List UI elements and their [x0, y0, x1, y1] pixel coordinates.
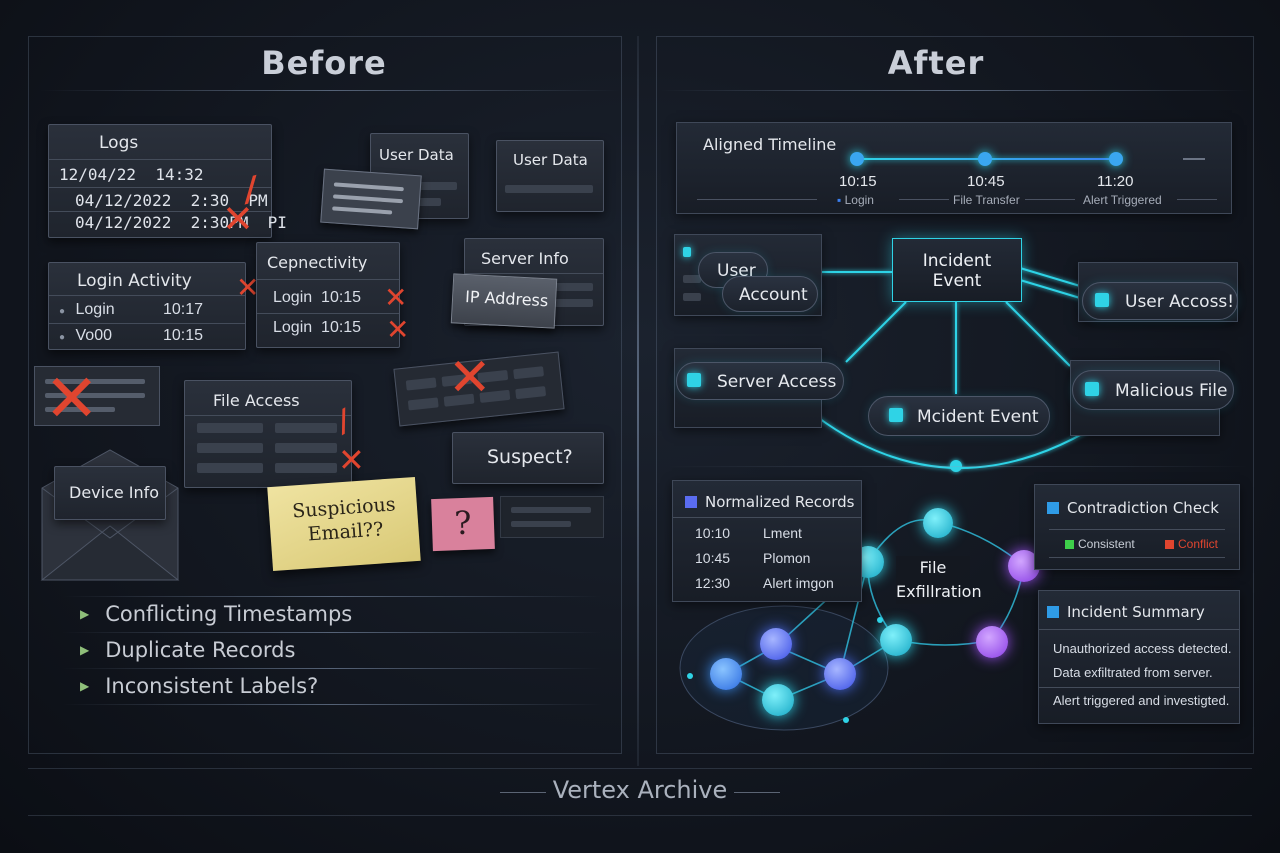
- mcident-event-node[interactable]: Mcident Event: [868, 396, 1050, 436]
- square-node-icon: [1095, 293, 1109, 307]
- timeline-time: 11:20: [1097, 173, 1134, 190]
- timeline-label: ▪ Login: [837, 193, 874, 207]
- triangle-bullet-icon: ▶: [80, 679, 90, 693]
- login-activity-row-2: ● Vo00 10:15: [59, 327, 204, 344]
- file-access-title: File Access: [213, 391, 300, 410]
- logs-title: Logs: [99, 133, 139, 153]
- timeline-dot: [850, 152, 864, 166]
- square-node-icon: [687, 373, 701, 387]
- square-icon: [685, 496, 697, 508]
- network-node-blue[interactable]: [760, 628, 792, 660]
- question-note: ?: [431, 496, 495, 552]
- incident-summary-card: Incident Summary Unauthorized access det…: [1038, 590, 1240, 724]
- conflict-status: Conflict: [1165, 537, 1218, 551]
- crossed-document: [34, 366, 160, 426]
- square-node-icon: [683, 247, 691, 257]
- sticky-note: Suspicious Email??: [267, 476, 421, 572]
- user-data-title-1: User Data: [379, 146, 454, 164]
- summary-line: Unauthorized access detected.: [1053, 641, 1232, 656]
- device-info-card: Device Info: [54, 466, 166, 520]
- triangle-bullet-icon: ▶: [80, 643, 90, 657]
- cross-mark-icon: ✕: [386, 313, 410, 346]
- square-node-icon: [1085, 382, 1099, 396]
- incident-event-node[interactable]: Incident Event: [892, 238, 1022, 302]
- server-info-title: Server Info: [481, 249, 569, 268]
- issue-item: ▶Duplicate Records: [80, 638, 296, 662]
- cross-mark-icon: ✕: [338, 441, 365, 479]
- footer-band: [28, 768, 1252, 816]
- logs-row-2: 04/12/2022 2:30 PM: [75, 191, 268, 210]
- square-icon: [1047, 606, 1059, 618]
- malicious-file-node[interactable]: Malicious File: [1072, 370, 1234, 410]
- summary-line: Alert triggered and investigted.: [1053, 693, 1230, 708]
- logs-card: Logs 12/04/22 14:32 04/12/2022 2:30 PM 0…: [48, 124, 287, 238]
- network-node-blue[interactable]: [710, 658, 742, 690]
- timeline-dot: [1109, 152, 1123, 166]
- timeline-card: Aligned Timeline 10:15 10:45 11:20 ▪ Log…: [676, 122, 1232, 214]
- after-title: After: [887, 44, 985, 82]
- timeline-time: 10:15: [839, 173, 877, 190]
- network-node-cyan[interactable]: [923, 508, 953, 538]
- cross-mark-icon: ✕: [222, 197, 254, 241]
- issue-item: ▶Inconsistent Labels?: [80, 674, 319, 698]
- connectivity-card: Cepnectivity Login 10:15 Login 10:15: [256, 242, 400, 348]
- network-node-blue[interactable]: [824, 658, 856, 690]
- network-node-purple[interactable]: [976, 626, 1008, 658]
- file-access-card: File Access: [184, 380, 352, 488]
- incident-graph-links: [815, 267, 1113, 472]
- green-square-icon: [1065, 540, 1074, 549]
- timeline-label: Alert Triggered: [1083, 193, 1162, 207]
- network-node-cyan[interactable]: [880, 624, 912, 656]
- panel-divider: [637, 36, 639, 766]
- square-icon: [1047, 502, 1059, 514]
- connectivity-row-2: Login 10:15: [273, 319, 362, 336]
- before-panel: [28, 36, 622, 754]
- cross-mark-icon: ✕: [236, 271, 260, 304]
- logs-row-3: 04/12/2022 2:30PM PI: [75, 213, 287, 232]
- suspect-card: Suspect?: [452, 432, 604, 484]
- login-activity-title: Login Activity: [77, 271, 192, 291]
- network-node-cyan[interactable]: [762, 684, 794, 716]
- document-icon: [320, 168, 422, 230]
- user-access-node[interactable]: User Accoss!: [1082, 282, 1238, 320]
- logs-row-1: 12/04/22 14:32: [59, 165, 204, 184]
- ip-address-tag: IP Address: [450, 273, 558, 329]
- login-activity-row-1: ● Login 10:17: [59, 301, 204, 318]
- timeline-time: 10:45: [967, 173, 1005, 190]
- server-access-node[interactable]: Server Access: [676, 362, 844, 400]
- timeline-label: File Transfer: [953, 193, 1020, 207]
- consistent-status: Consistent: [1065, 537, 1135, 551]
- summary-line: Data exfiltrated from server.: [1053, 665, 1213, 680]
- contradiction-check-card: Contradiction Check Consistent Conflict: [1034, 484, 1240, 570]
- before-title-divider: [40, 90, 620, 91]
- footer-brand: Vertex Archive: [552, 776, 728, 804]
- connectivity-title: Cepnectivity: [267, 253, 368, 272]
- user-data-title-2: User Data: [513, 151, 588, 169]
- file-exfiltration-label: File Exfillration: [896, 556, 982, 604]
- issue-item: ▶Conflicting Timestamps: [80, 602, 353, 626]
- after-title-divider: [660, 90, 1250, 91]
- after-panel: [656, 36, 1254, 754]
- cross-mark-icon: ✕: [384, 281, 408, 314]
- cross-mark-icon: ✕: [44, 360, 100, 437]
- triangle-bullet-icon: ▶: [80, 607, 90, 621]
- login-activity-card: Login Activity ● Login 10:17 ● Vo00 10:1…: [48, 262, 246, 350]
- account-node[interactable]: Account: [722, 276, 818, 312]
- before-title: Before: [261, 44, 387, 82]
- cross-mark-icon: ✕: [448, 348, 492, 408]
- red-square-icon: [1165, 540, 1174, 549]
- user-data-card-2: User Data: [496, 140, 604, 212]
- connectivity-row-1: Login 10:15: [273, 289, 362, 306]
- square-node-icon: [889, 408, 903, 422]
- timeline-dot: [978, 152, 992, 166]
